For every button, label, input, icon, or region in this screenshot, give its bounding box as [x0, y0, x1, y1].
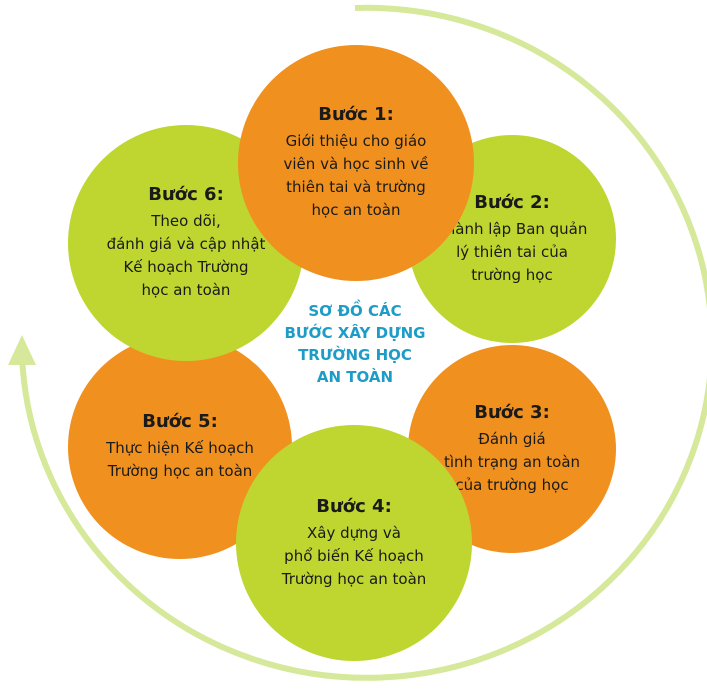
diagram-center-title: SƠ ĐỒ CÁC BƯỚC XÂY DỰNG TRƯỜNG HỌC AN TO…	[284, 302, 426, 386]
step-3-title: Bước 3:	[474, 401, 550, 423]
step-2-description: Thành lập Ban quản lý thiên tai của trườ…	[436, 219, 588, 284]
step-6-title: Bước 6:	[148, 184, 224, 205]
step-2-title: Bước 2:	[474, 191, 550, 213]
step-4-title: Bước 4:	[316, 495, 392, 517]
cycle-arrowhead-icon	[8, 335, 36, 365]
step-6-description: Theo dõi, đánh giá và cập nhật Kế hoạch …	[106, 212, 266, 299]
step-1-description: Giới thiệu cho giáo viên và học sinh về …	[283, 132, 429, 219]
step-1-title: Bước 1:	[318, 104, 394, 125]
step-4-description: Xây dựng và phổ biến Kế hoạch Trường học…	[281, 523, 427, 588]
step-3-description: Đánh giá tình trạng an toàn của trường h…	[443, 429, 581, 494]
step-5-description: Thực hiện Kế hoạch Trường học an toàn	[106, 439, 254, 480]
step-4-circle: Bước 4: Xây dựng và phổ biến Kế hoạch Tr…	[236, 425, 472, 661]
step-5-title: Bước 5:	[142, 411, 218, 432]
cycle-arrow-line	[19, 4, 707, 681]
step-1-circle: Bước 1: Giới thiệu cho giáo viên và học …	[238, 45, 474, 281]
